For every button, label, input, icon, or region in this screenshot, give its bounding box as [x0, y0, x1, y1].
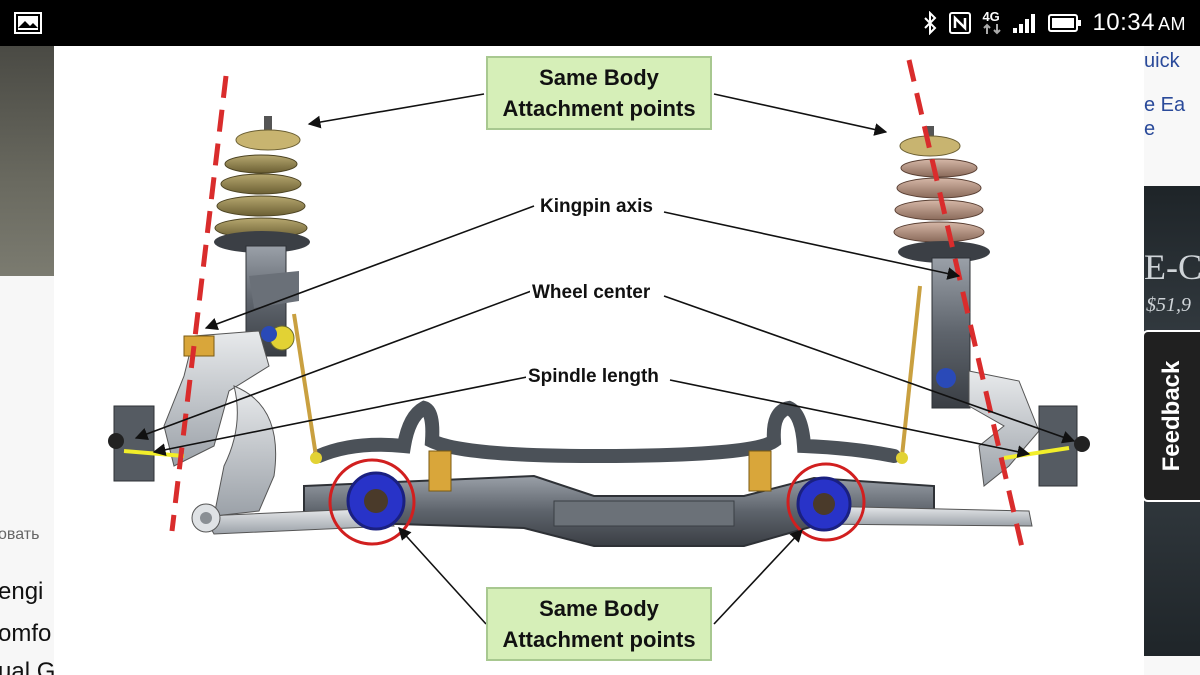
gallery-notification-icon [14, 12, 42, 34]
callout-top: Same Body Attachment points [486, 56, 712, 130]
right-kingpin-axis-line [906, 59, 1027, 557]
left-kingpin-axis-line [169, 75, 229, 532]
callout-bottom-line2: Attachment points [502, 627, 696, 652]
feedback-label: Feedback [1158, 360, 1185, 472]
bg-fragment: овать [0, 526, 40, 543]
battery-icon [1048, 14, 1082, 32]
bg-link-fragment[interactable]: e Ea [1144, 94, 1186, 116]
image-viewer[interactable]: Same Body Attachment points Same Body At… [54, 46, 1144, 675]
bg-fragment: omfo [0, 620, 52, 647]
background-left-strip: овать engi omfo ual G [0, 46, 54, 675]
bg-link-fragment[interactable]: uick [1144, 50, 1180, 72]
data-arrows-icon [983, 23, 1002, 35]
wheel-center-label: Wheel center [530, 282, 653, 304]
callout-top-line2: Attachment points [502, 96, 696, 121]
background-thumbnail [0, 46, 54, 276]
nfc-icon [949, 12, 972, 34]
kingpin-axis-label: Kingpin axis [538, 196, 655, 218]
bluetooth-icon [924, 11, 937, 35]
ad-model-text: E-C [1144, 247, 1200, 287]
sway-bar [312, 400, 901, 464]
ad-price-text: $51,9 [1146, 294, 1191, 316]
bg-fragment: ual G [0, 658, 54, 675]
spindle-length-label: Spindle length [526, 366, 661, 388]
suspension-diagram [108, 59, 1090, 625]
bg-link-fragment[interactable]: e [1144, 118, 1156, 140]
feedback-button[interactable]: Feedback [1142, 330, 1200, 502]
callout-bottom-line1: Same Body [539, 596, 659, 621]
signal-strength-icon [1013, 14, 1036, 33]
bg-fragment: engi [0, 578, 44, 605]
clock-time: 10:34 [1092, 9, 1155, 36]
subframe [203, 474, 1033, 547]
leader-lines [134, 93, 1076, 625]
callout-top-line1: Same Body [539, 65, 659, 90]
callout-bottom: Same Body Attachment points [486, 587, 712, 661]
clock-ampm: AM [1158, 14, 1186, 34]
network-type-label: 4G [982, 10, 1002, 35]
right-bushing [786, 462, 866, 542]
left-bushing [328, 458, 416, 546]
